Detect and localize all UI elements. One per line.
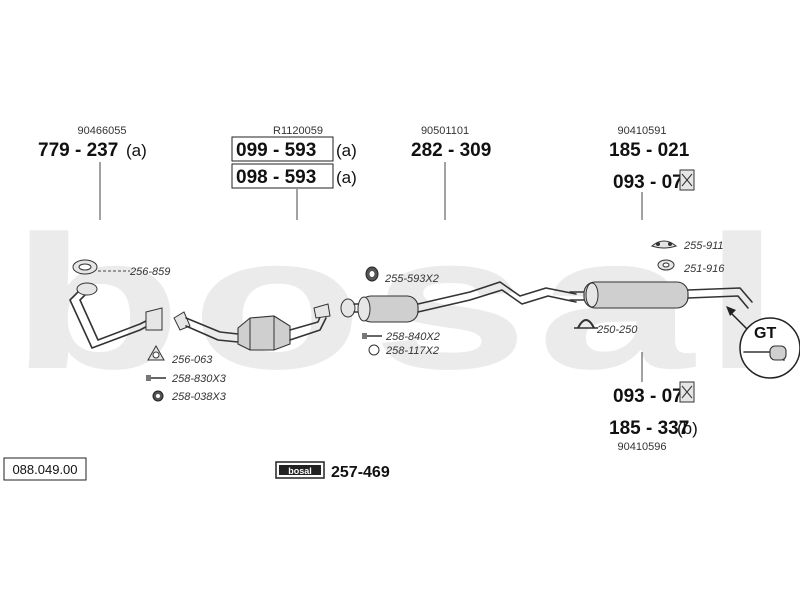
rear-top-part-code[interactable]: 185 - 021: [609, 140, 690, 161]
part-label-255-593: 255-593X2: [384, 273, 439, 285]
rear-top-mount-code[interactable]: 093 - 077: [613, 172, 693, 193]
rubber-mount-255-593[interactable]: [365, 266, 379, 282]
catalyst-suffix-1: (a): [336, 141, 357, 160]
gt-tailpipe-callout[interactable]: [726, 306, 800, 379]
gasket-256-063[interactable]: [147, 344, 165, 361]
gasket-251-916[interactable]: [657, 259, 675, 271]
mount-bracket-icon-top: [679, 169, 695, 191]
rear-top-oe-number: 90410591: [618, 125, 667, 137]
front-pipe[interactable]: [69, 282, 163, 349]
rear-bottom-part-code[interactable]: 185 - 337: [609, 418, 689, 439]
middle-silencer-part-code[interactable]: 282 - 309: [411, 140, 491, 161]
catalytic-converter[interactable]: [173, 303, 331, 351]
rear-bottom-mount-code[interactable]: 093 - 077: [613, 386, 693, 407]
rear-bottom-suffix: (b): [677, 419, 698, 438]
catalyst-part-code-1[interactable]: 099 - 593: [236, 140, 316, 161]
catalyst-suffix-2: (a): [336, 168, 357, 187]
kit-part-code[interactable]: 257-469: [331, 464, 390, 481]
gt-label: GT: [754, 325, 776, 342]
front-pipe-part-code[interactable]: 779 - 237: [38, 140, 118, 161]
kit-logo-text: bosal: [288, 466, 312, 476]
rubber-mount-255-911[interactable]: [650, 240, 678, 249]
catalyst-code-box-2: [231, 163, 334, 189]
catalog-number: 088.049.00: [12, 462, 77, 477]
front-pipe-oe-number: 90466055: [78, 125, 127, 137]
gasket-256-859[interactable]: [72, 259, 98, 275]
nut-258-038[interactable]: [152, 390, 164, 402]
part-label-251-916: 251-916: [683, 263, 725, 275]
bolt-258-830[interactable]: [146, 375, 166, 381]
part-label-250-250: 250-250: [596, 324, 638, 336]
catalyst-part-code-2[interactable]: 098 - 593: [236, 167, 316, 188]
bolt-258-840[interactable]: [362, 333, 382, 339]
part-label-258-038: 258-038X3: [171, 391, 227, 403]
part-label-258-117: 258-117X2: [385, 345, 439, 357]
front-pipe-suffix: (a): [126, 141, 147, 160]
clamp-250-250[interactable]: [574, 319, 598, 329]
bosal-kit-logo: bosal: [275, 461, 325, 479]
part-label-255-911: 255-911: [683, 240, 724, 252]
part-label-256-063: 256-063: [171, 354, 213, 366]
part-label-258-830: 258-830X3: [171, 373, 227, 385]
part-label-256-859: 256-859: [129, 266, 170, 278]
catalyst-oe-number: R1120059: [273, 125, 323, 137]
rear-bottom-oe-number: 90410596: [618, 441, 667, 453]
middle-silencer-oe-number: 90501101: [421, 125, 469, 137]
part-label-258-840: 258-840X2: [385, 331, 440, 343]
ring-258-117[interactable]: [368, 344, 380, 356]
rear-silencer[interactable]: [569, 281, 753, 309]
catalog-number-box: [3, 457, 87, 481]
catalyst-code-box-1: [231, 136, 334, 162]
mount-bracket-icon-bottom: [679, 381, 695, 403]
middle-silencer[interactable]: [340, 281, 577, 323]
